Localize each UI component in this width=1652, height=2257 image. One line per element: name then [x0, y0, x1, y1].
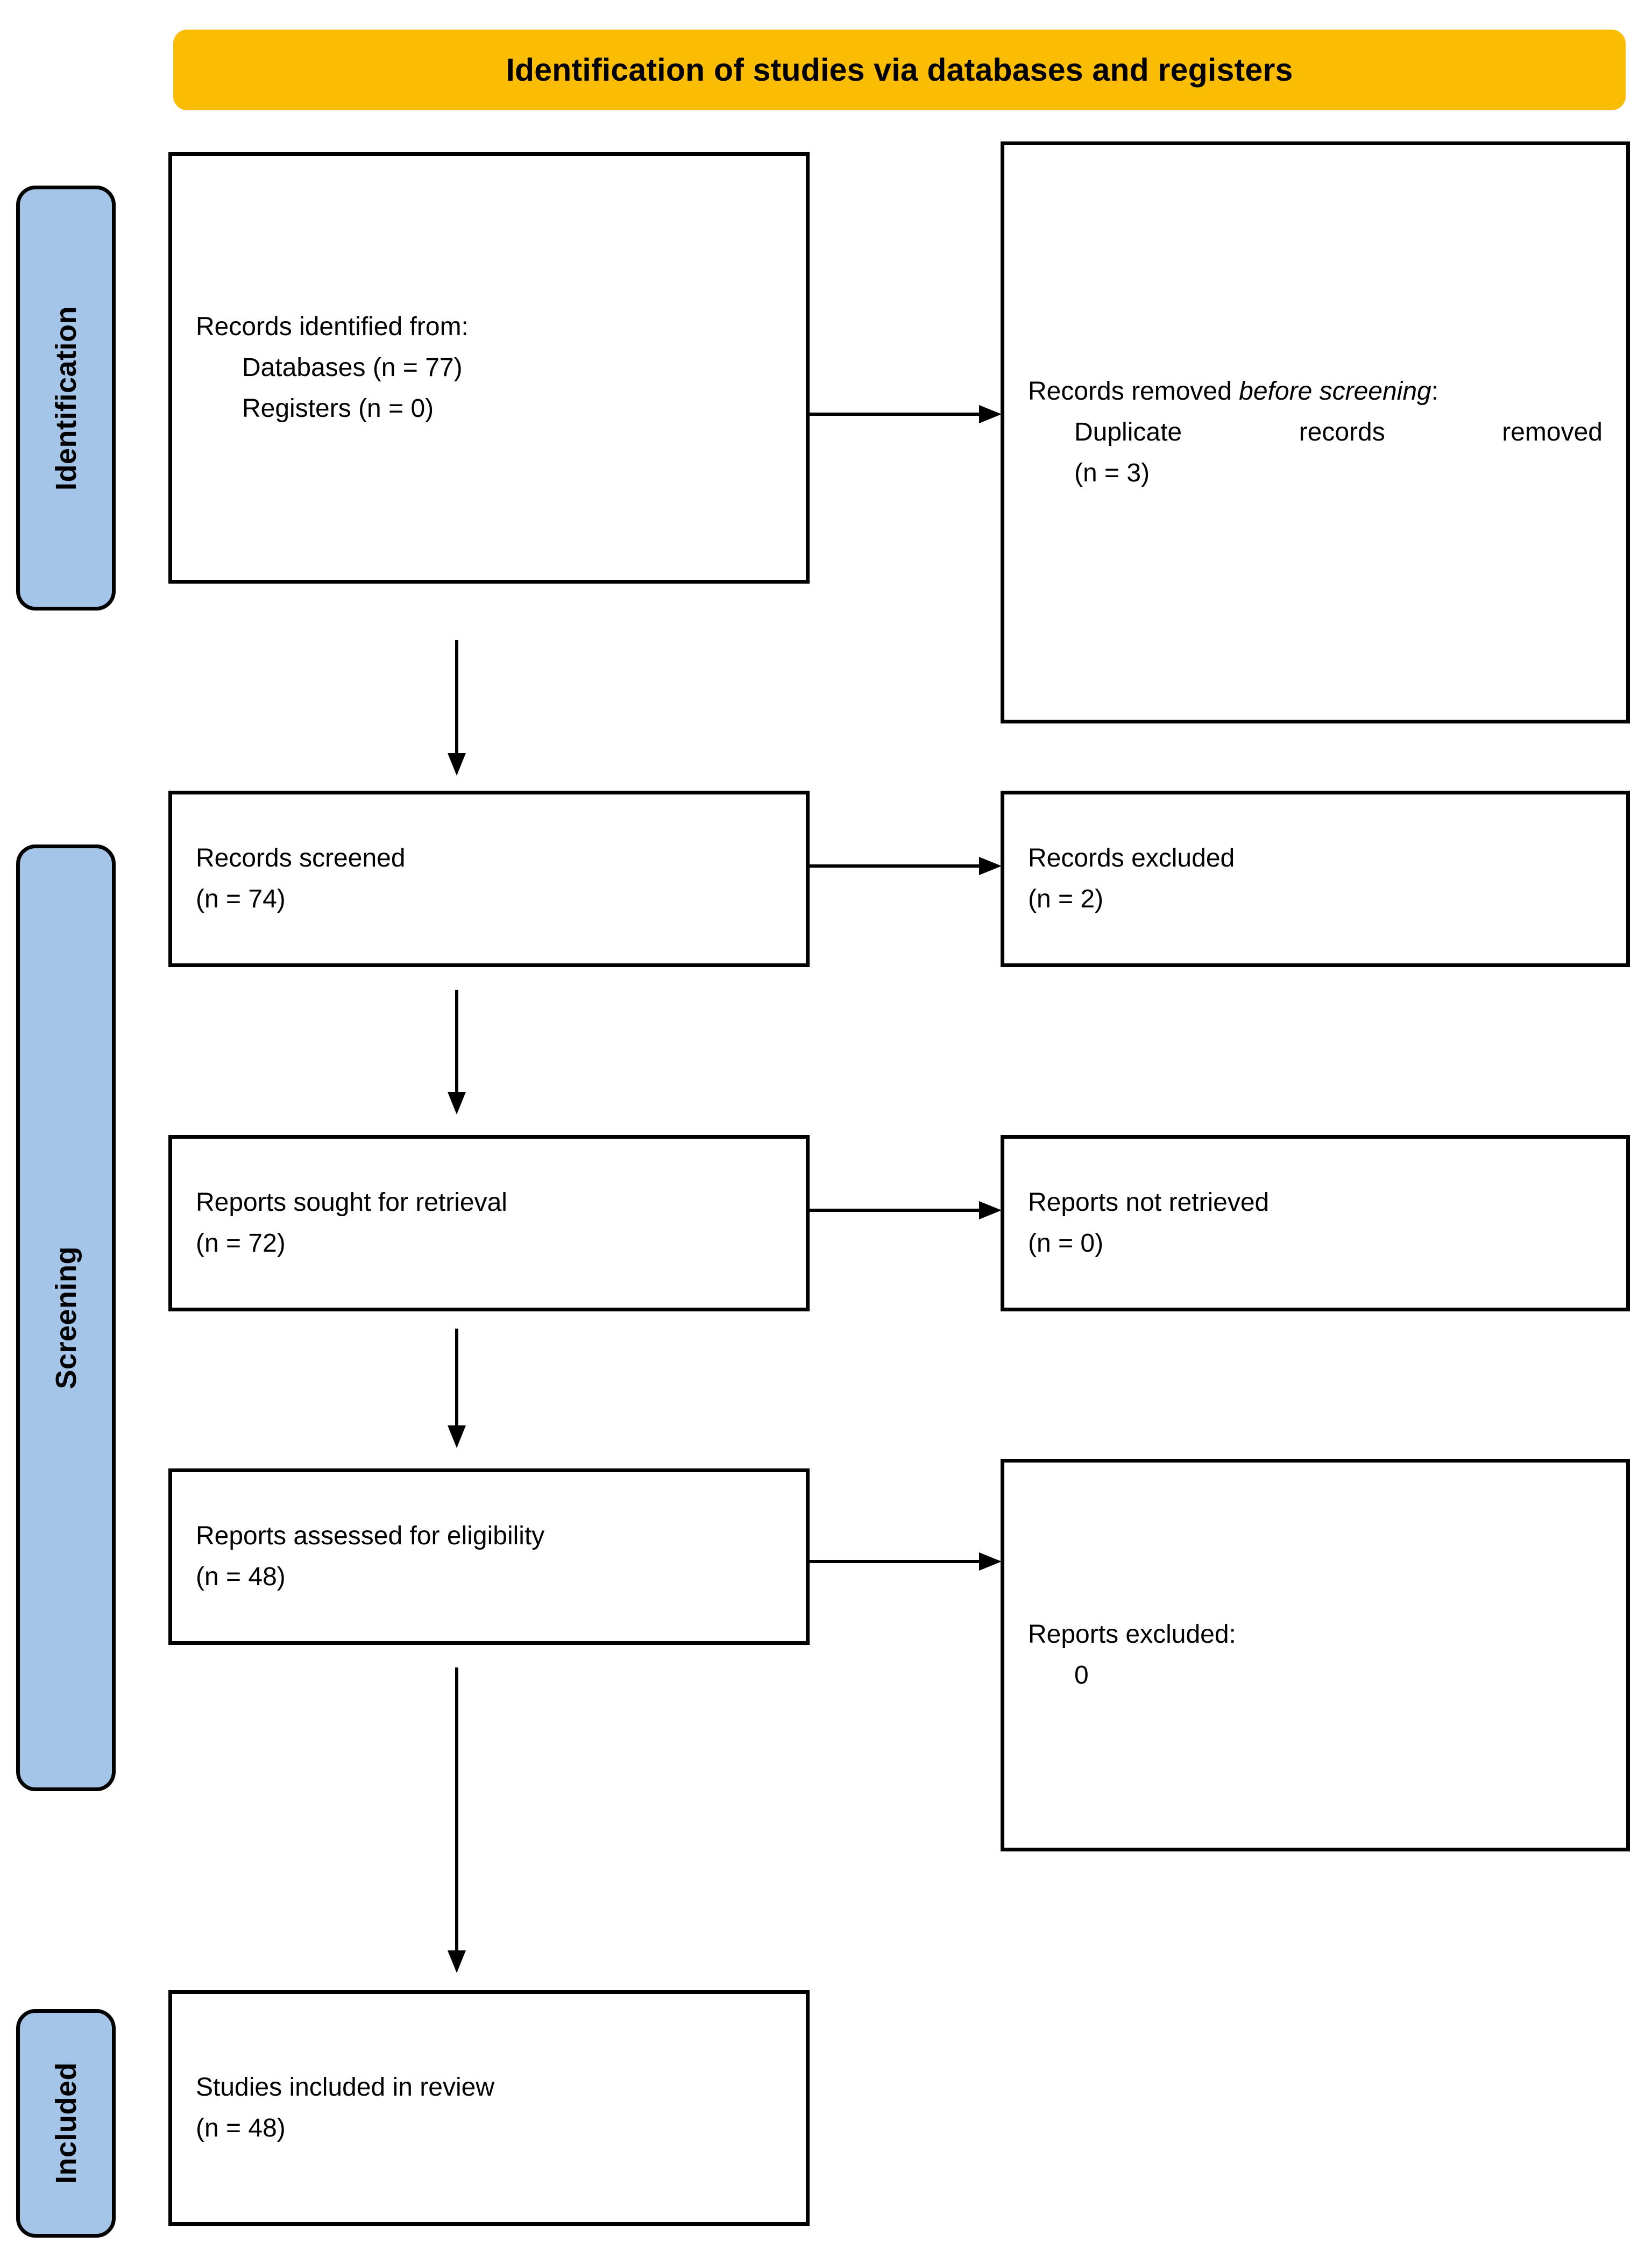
- arrow-shaft: [810, 1209, 982, 1212]
- arrow-shaft: [455, 990, 458, 1092]
- box-reports-not-retrieved: Reports not retrieved (n = 0): [1001, 1135, 1630, 1311]
- arrow-right-screened-to-excluded: [810, 854, 1002, 878]
- arrow-head-right-icon: [979, 1552, 1002, 1571]
- records-removed-heading-suffix: :: [1431, 377, 1439, 406]
- stage-label-screening: Screening: [49, 1246, 82, 1389]
- records-identified-databases: Databases (n = 77): [242, 353, 463, 382]
- arrow-down-sought-to-assessed: [444, 1329, 469, 1448]
- reports-assessed-count: (n = 48): [196, 1563, 286, 1591]
- box-studies-included-in-review: Studies included in review (n = 48): [168, 1990, 810, 2226]
- stage-label-included: Included: [49, 2062, 82, 2184]
- arrow-shaft: [455, 1329, 458, 1425]
- arrow-right-assessed-to-reports-excluded: [810, 1549, 1002, 1574]
- reports-assessed-label: Reports assessed for eligibility: [196, 1522, 545, 1551]
- box-reports-assessed-for-eligibility: Reports assessed for eligibility (n = 48…: [168, 1468, 810, 1645]
- arrow-down-screened-to-sought: [444, 990, 469, 1115]
- arrow-head-down-icon: [448, 1092, 466, 1115]
- box-reports-excluded: Reports excluded: 0: [1001, 1459, 1630, 1851]
- arrow-head-right-icon: [979, 857, 1002, 875]
- box-reports-sought-for-retrieval: Reports sought for retrieval (n = 72): [168, 1135, 810, 1311]
- arrow-shaft: [810, 413, 982, 416]
- arrow-shaft: [455, 640, 458, 753]
- arrow-shaft: [810, 1560, 982, 1563]
- studies-included-label: Studies included in review: [196, 2073, 494, 2102]
- box-records-identified: Records identified from: Databases (n = …: [168, 152, 810, 584]
- arrow-down-identified-to-screened: [444, 640, 469, 776]
- records-removed-heading-italic: before screening: [1239, 377, 1431, 406]
- box-records-screened: Records screened (n = 74): [168, 791, 810, 967]
- stage-label-identification: Identification: [49, 306, 82, 491]
- stage-bar-identification: Identification: [16, 186, 116, 611]
- records-excluded-count: (n = 2): [1028, 885, 1104, 913]
- reports-sought-count: (n = 72): [196, 1229, 286, 1258]
- records-screened-count: (n = 74): [196, 885, 286, 913]
- arrow-shaft: [810, 864, 982, 868]
- records-removed-heading-prefix: Records removed: [1028, 377, 1239, 406]
- duplicate-records-removed-count: (n = 3): [1074, 458, 1150, 487]
- reports-sought-label: Reports sought for retrieval: [196, 1188, 507, 1217]
- stage-bar-screening: Screening: [16, 844, 116, 1791]
- arrow-shaft: [455, 1667, 458, 1950]
- box-records-removed-before-screening: Records removed before screening: Duplic…: [1001, 141, 1630, 723]
- reports-excluded-heading: Reports excluded:: [1028, 1620, 1236, 1649]
- records-screened-label: Records screened: [196, 844, 406, 873]
- arrow-head-right-icon: [979, 1201, 1002, 1219]
- records-identified-heading: Records identified from:: [196, 313, 469, 342]
- reports-not-retrieved-label: Reports not retrieved: [1028, 1188, 1270, 1217]
- stage-bar-included: Included: [16, 2009, 116, 2238]
- page-title: Identification of studies via databases …: [506, 52, 1293, 88]
- arrow-head-down-icon: [448, 1425, 466, 1448]
- records-removed-heading: Records removed before screening:: [1028, 371, 1603, 412]
- reports-excluded-count: 0: [1074, 1661, 1089, 1690]
- arrow-head-right-icon: [979, 405, 1002, 423]
- diagram-header-banner: Identification of studies via databases …: [173, 30, 1626, 110]
- studies-included-count: (n = 48): [196, 2114, 286, 2142]
- records-excluded-label: Records excluded: [1028, 844, 1235, 873]
- arrow-down-assessed-to-included: [444, 1667, 469, 1973]
- box-records-excluded: Records excluded (n = 2): [1001, 791, 1630, 967]
- arrow-head-down-icon: [448, 753, 466, 776]
- arrow-right-sought-to-not-retrieved: [810, 1198, 1002, 1223]
- duplicate-records-removed-label: Duplicate records removed: [1074, 418, 1603, 447]
- records-identified-registers: Registers (n = 0): [242, 394, 434, 423]
- reports-not-retrieved-count: (n = 0): [1028, 1229, 1104, 1258]
- arrow-head-down-icon: [448, 1950, 466, 1973]
- arrow-right-identified-to-removed: [810, 402, 1002, 427]
